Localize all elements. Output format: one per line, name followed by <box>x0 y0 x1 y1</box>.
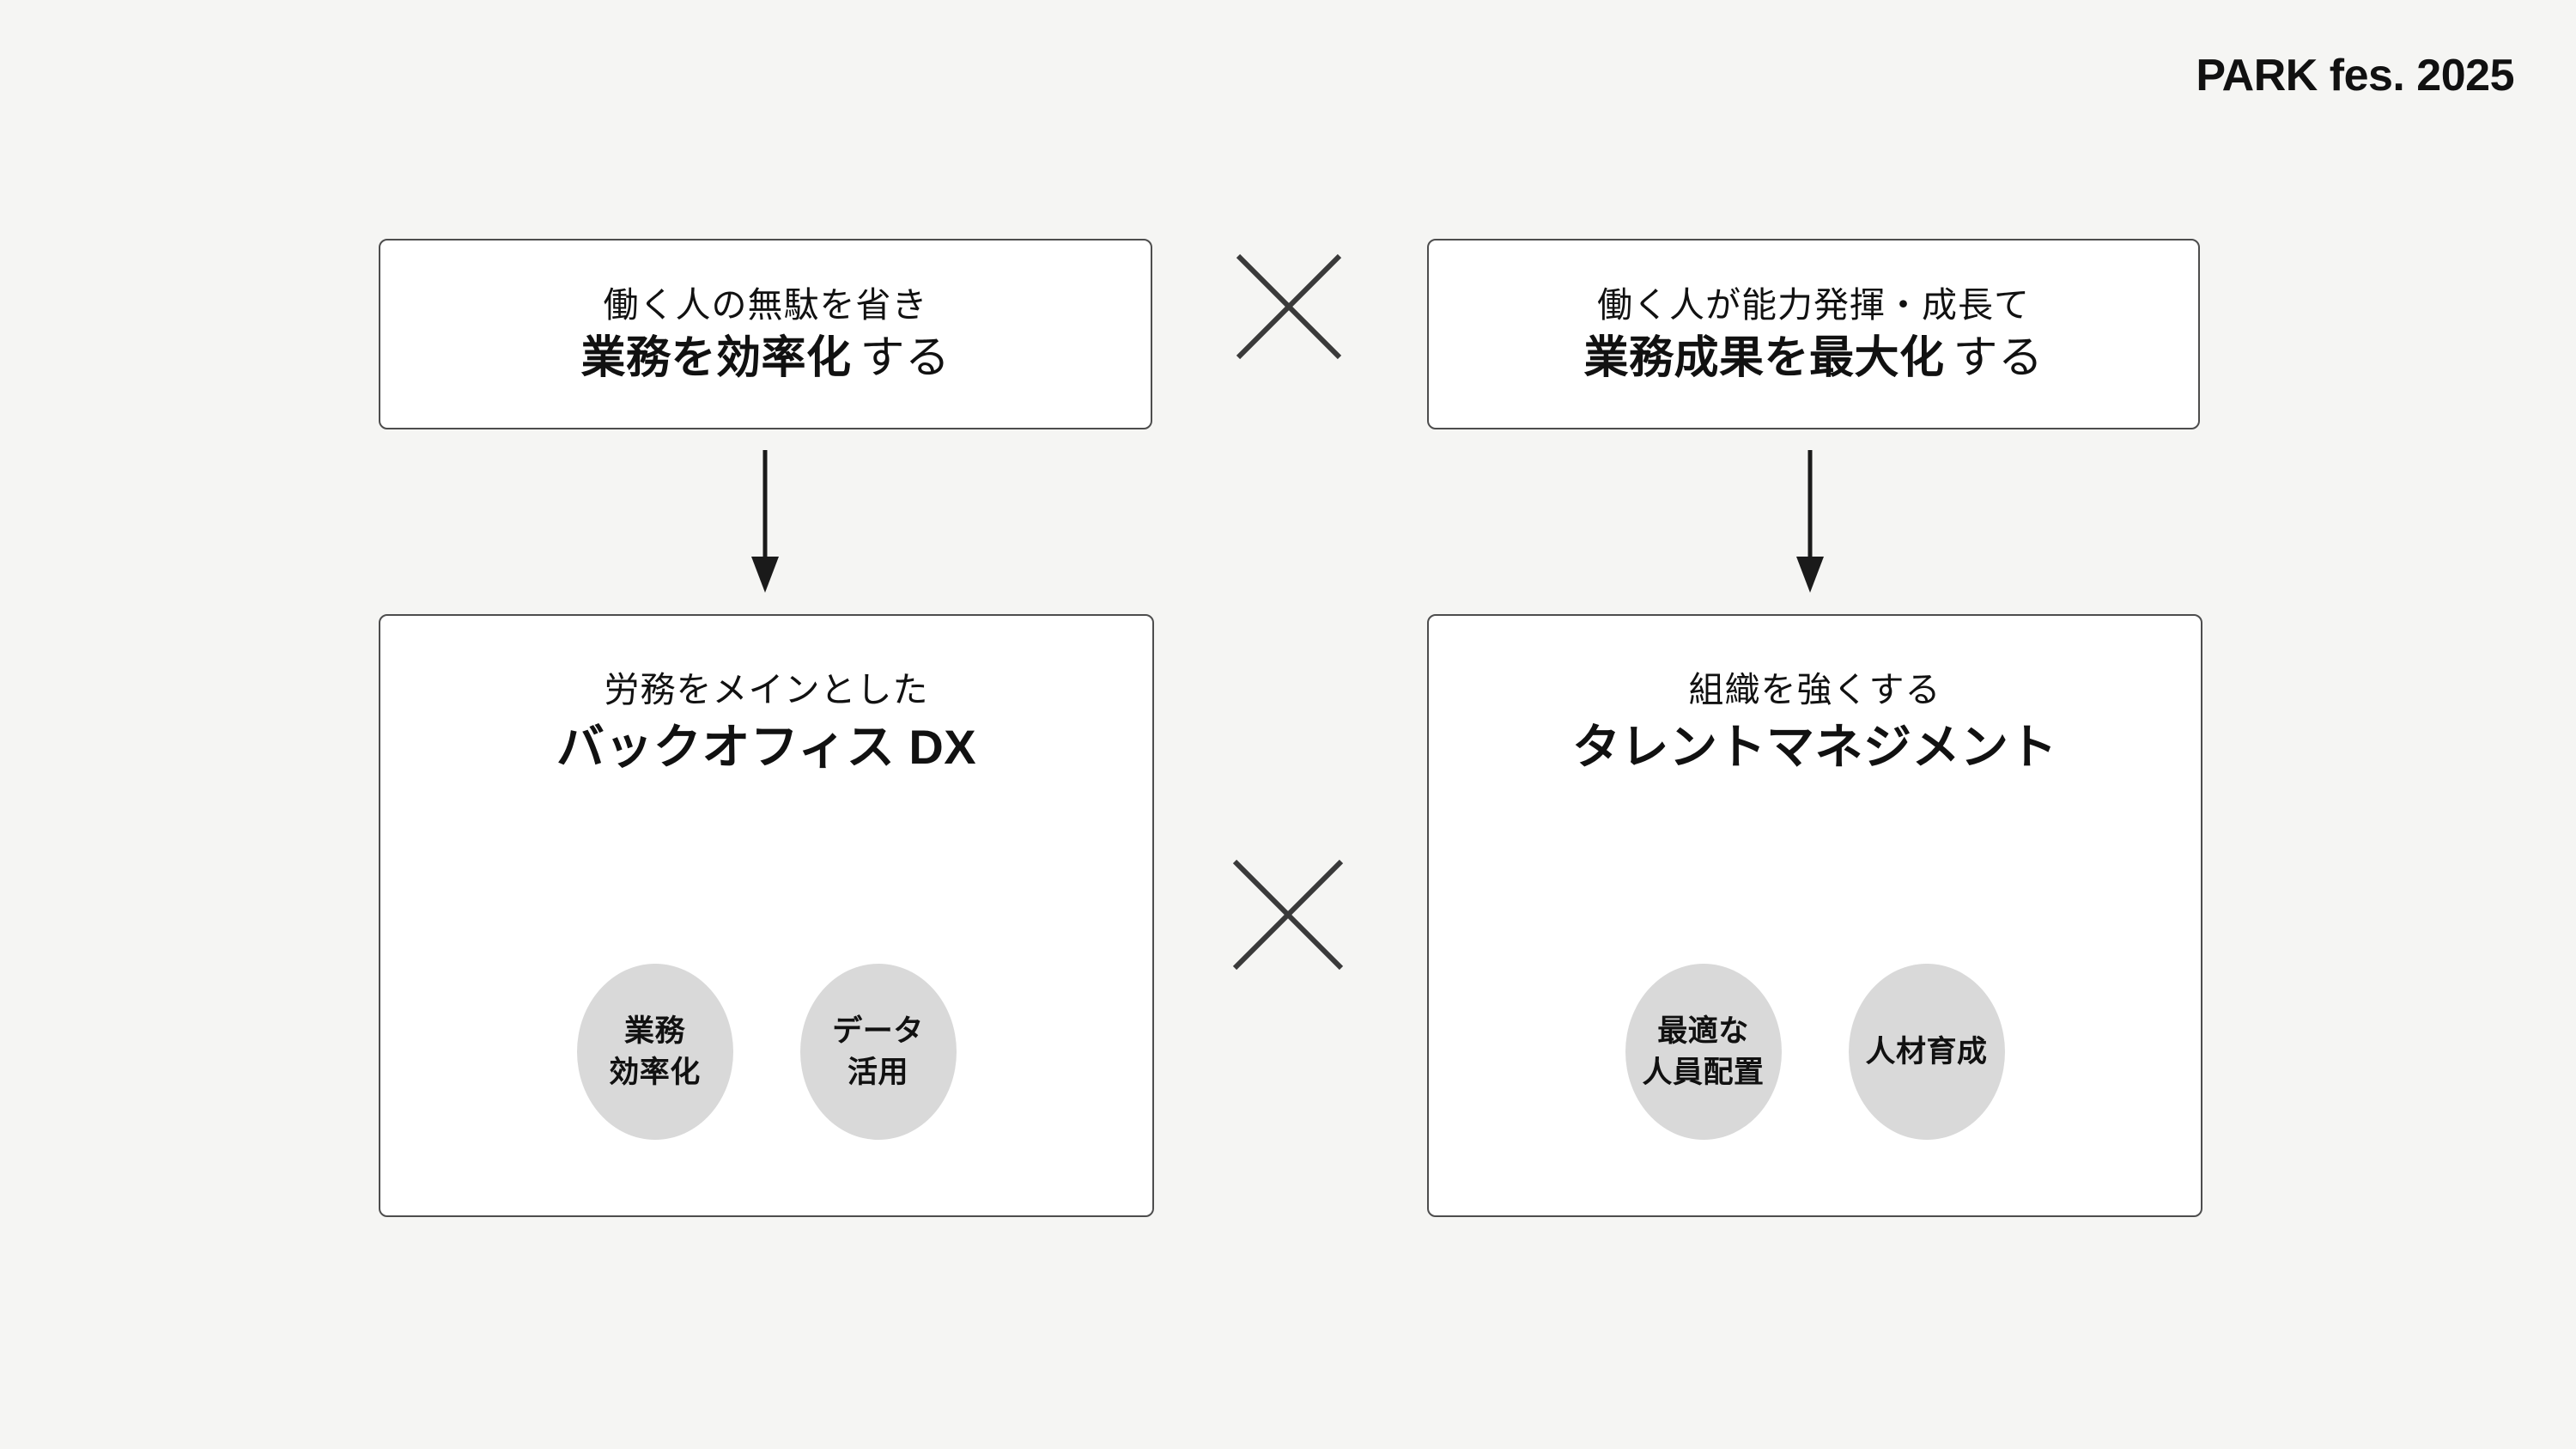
down-arrow-right-icon <box>1793 450 1827 593</box>
statement-box-right: 働く人が能力発揮・成長て 業務成果を最大化する <box>1427 239 2200 429</box>
multiply-cross-bottom-icon <box>1230 856 1346 977</box>
pillar-right-title: タレントマネジメント <box>1572 720 2057 775</box>
statement-left-tail: する <box>860 332 951 383</box>
pillar-right-subtitle: 組織を強くする <box>1688 670 1941 709</box>
statement-right-line2: 業務成果を最大化する <box>1583 333 2043 385</box>
pillar-box-right: 組織を強くする タレントマネジメント 最適な 人員配置 人材育成 <box>1427 614 2202 1217</box>
pillar-left-circle-group: 業務 効率化 データ 活用 <box>380 964 1152 1140</box>
statement-right-emphasis: 業務成果を最大化 <box>1583 332 1945 383</box>
pillar-left-heading: 労務をメインとした バックオフィス DX <box>380 669 1152 776</box>
pillar-right-circle-group: 最適な 人員配置 人材育成 <box>1429 964 2201 1140</box>
multiply-cross-top-icon <box>1233 251 1345 367</box>
pillar-left-title: バックオフィス DX <box>556 720 977 775</box>
pillar-right-heading: 組織を強くする タレントマネジメント <box>1429 669 2201 776</box>
pillar-box-left: 労務をメインとした バックオフィス DX 業務 効率化 データ 活用 <box>379 614 1154 1217</box>
statement-left-line1: 働く人の無駄を省き <box>603 284 928 325</box>
statement-right-line1: 働く人が能力発揮・成長て <box>1597 284 2030 325</box>
statement-box-left: 働く人の無駄を省き 業務を効率化する <box>379 239 1152 429</box>
statement-right-tail: する <box>1953 332 2044 383</box>
down-arrow-left-icon <box>748 450 782 593</box>
statement-left-line2: 業務を効率化する <box>580 333 950 385</box>
pillar-left-circle-1: 業務 効率化 <box>576 964 733 1140</box>
pillar-right-circle-1: 最適な 人員配置 <box>1625 964 1782 1140</box>
statement-left-emphasis: 業務を効率化 <box>580 332 852 383</box>
brand-logo: PARK fes. 2025 <box>2196 51 2514 100</box>
pillar-left-circle-2: データ 活用 <box>799 964 957 1140</box>
pillar-left-subtitle: 労務をメインとした <box>604 670 929 709</box>
pillar-right-circle-2: 人材育成 <box>1848 964 2005 1140</box>
